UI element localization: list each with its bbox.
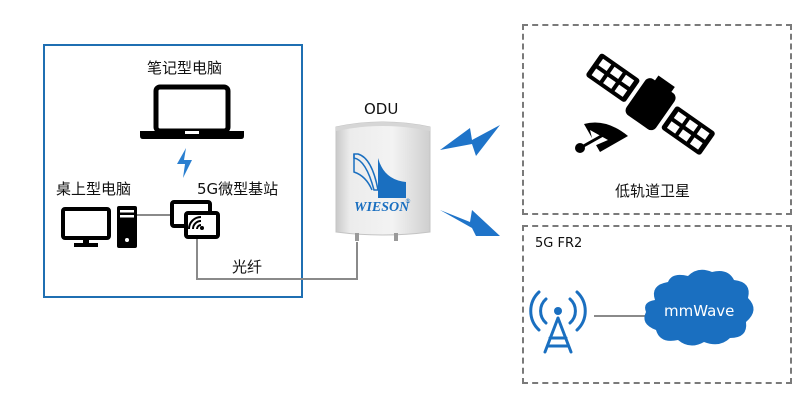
pc-tower-icon (117, 206, 137, 248)
fiber-line (196, 228, 358, 280)
satellite-dish-icon (575, 122, 628, 153)
cloud-icon (644, 269, 754, 346)
odu-label: ODU (364, 100, 399, 118)
desktop-monitor-icon (61, 207, 111, 247)
fr2-box (522, 225, 792, 384)
laptop-icon (140, 84, 244, 139)
laptop-label: 笔记型电脑 (147, 59, 223, 77)
small-cell-label: 5G微型基站 (197, 180, 279, 198)
satellite-icon (586, 53, 715, 155)
connection-lines (137, 214, 645, 317)
lightning-icon (177, 148, 192, 178)
odu-brand: WIESON (354, 200, 410, 215)
fr2-label: 5G FR2 (535, 236, 583, 251)
cell-tower-icon (529, 290, 587, 354)
desktop-label: 桌上型电脑 (56, 180, 132, 198)
small-cell-icon (170, 200, 220, 239)
odu-antenna-icon (335, 121, 431, 241)
wireless-link-icon (440, 125, 500, 156)
satellite-box (522, 24, 792, 215)
wireless-link-icon (440, 210, 500, 236)
fiber-label: 光纤 (232, 258, 263, 276)
satellite-label: 低轨道卫星 (615, 182, 691, 200)
mmwave-label: mmWave (664, 302, 735, 320)
local-network-box (43, 44, 303, 298)
odu-brand-mark: ® (405, 198, 411, 205)
